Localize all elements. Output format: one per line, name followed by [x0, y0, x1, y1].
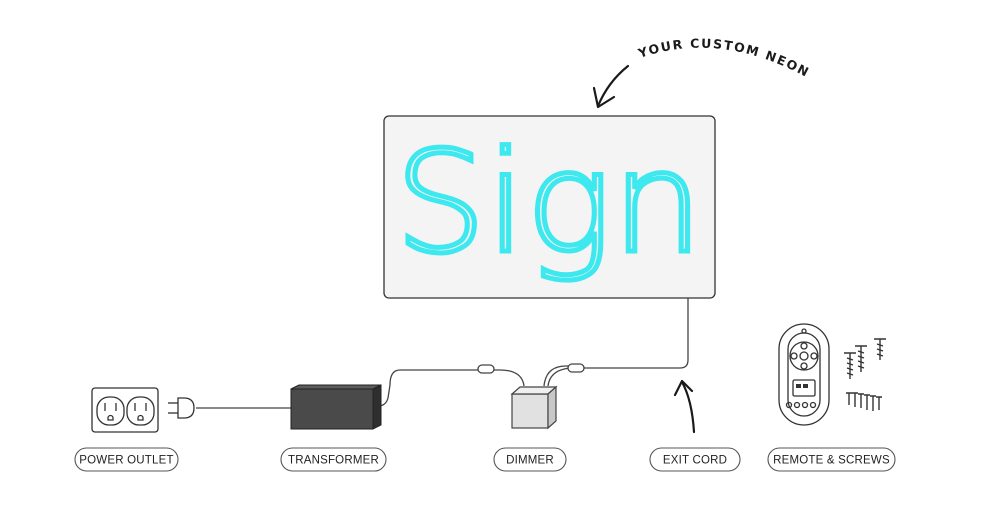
label-transformer: TRANSFORMER: [280, 447, 387, 472]
exit-cord-arrow-icon: [673, 379, 696, 434]
custom-neon-annotation: YOUR CUSTOM NEON: [635, 36, 812, 80]
connector-left: [477, 364, 495, 374]
sign-text: Sign: [395, 122, 703, 285]
annotation-arrow-icon: [592, 64, 630, 109]
screws-icon: [844, 338, 886, 411]
cables: [196, 298, 689, 409]
svg-text:REMOTE & SCREWS: REMOTE & SCREWS: [773, 455, 890, 467]
plug-icon: [168, 397, 195, 419]
svg-text:TRANSFORMER: TRANSFORMER: [288, 455, 379, 467]
transformer-icon: [290, 384, 382, 430]
remote-icon: [778, 323, 830, 426]
connector-right: [567, 363, 585, 373]
svg-text:EXIT CORD: EXIT CORD: [663, 455, 727, 467]
label-exit-cord: EXIT CORD: [649, 447, 741, 472]
svg-text:POWER OUTLET: POWER OUTLET: [79, 455, 173, 467]
label-power-outlet: POWER OUTLET: [74, 447, 179, 472]
dimmer-icon: [510, 385, 558, 430]
label-dimmer: DIMMER: [493, 447, 567, 472]
power-outlet-icon: [91, 387, 159, 433]
neon-sign: Sign: [383, 115, 716, 299]
label-remote-screws: REMOTE & SCREWS: [767, 447, 896, 472]
sign-panel: [383, 115, 716, 299]
svg-text:DIMMER: DIMMER: [506, 455, 554, 467]
